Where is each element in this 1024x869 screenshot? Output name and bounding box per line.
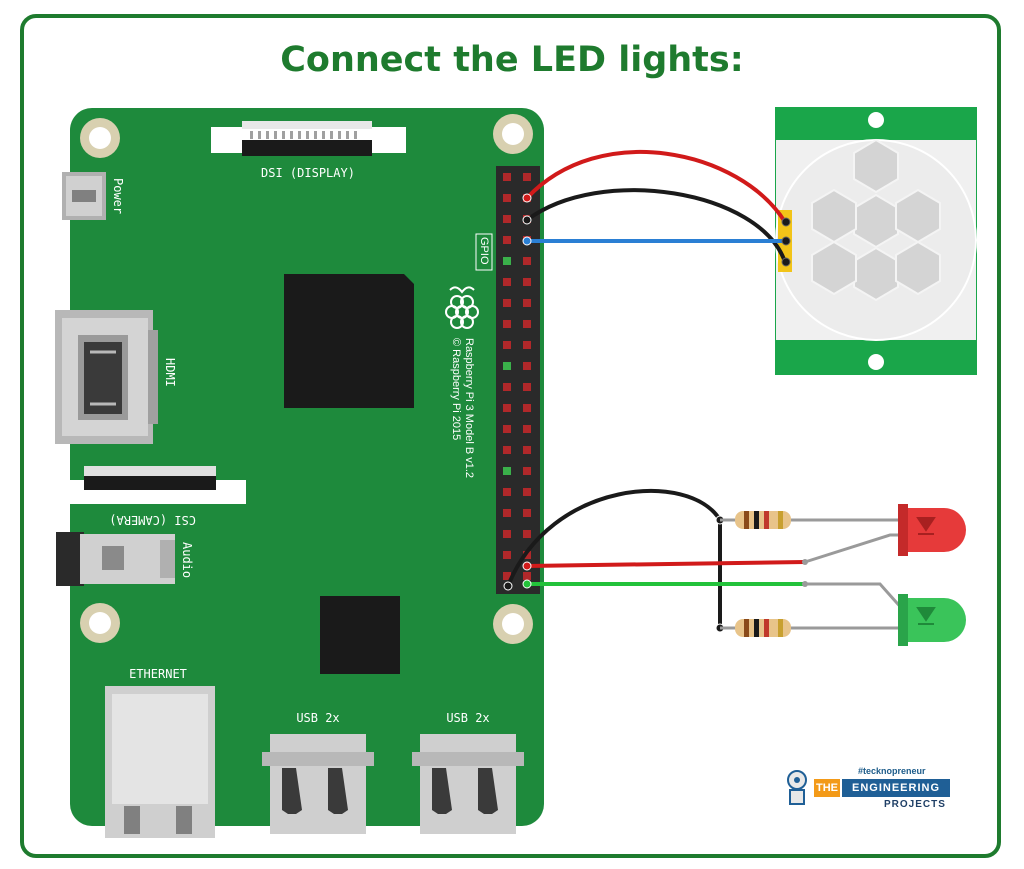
gpio-pin — [503, 509, 511, 517]
gpio-pin — [503, 257, 511, 265]
resistor — [720, 511, 905, 529]
gpio-pin — [503, 194, 511, 202]
gpio-pin — [503, 341, 511, 349]
usb-label: USB 2x — [446, 711, 489, 725]
model-line-2: © Raspberry Pi 2015 — [450, 338, 462, 440]
gpio-pin — [523, 341, 531, 349]
gpio-pin — [523, 446, 531, 454]
gpio-pin — [523, 404, 531, 412]
red-wire — [525, 149, 787, 224]
robot-logo-icon — [787, 770, 807, 805]
gpio-pin — [523, 572, 531, 580]
ethernet-port — [105, 686, 215, 838]
black-wire — [525, 188, 787, 263]
audio-jack — [56, 532, 175, 586]
mounting-hole-icon — [80, 603, 120, 643]
gpio-pin — [503, 404, 511, 412]
gpio-pin — [503, 488, 511, 496]
gpio-pin — [503, 236, 511, 244]
gpio-pin — [503, 425, 511, 433]
board-body — [70, 108, 544, 826]
gpio-pin — [523, 509, 531, 517]
gpio-pin — [523, 383, 531, 391]
gpio-pin — [523, 362, 531, 370]
logo-engineering: ENGINEERING — [842, 779, 950, 797]
gpio-pin — [503, 572, 511, 580]
mounting-hole-icon — [493, 604, 533, 644]
dsi-connector — [211, 121, 406, 156]
usb-port — [412, 734, 524, 834]
usb-label: USB 2x — [296, 711, 339, 725]
model-line-1: Raspberry Pi 3 Model B v1.2 — [463, 338, 475, 478]
power-port — [62, 172, 106, 220]
gpio-pin — [523, 173, 531, 181]
ground-wire — [506, 489, 722, 628]
gpio-pin — [503, 383, 511, 391]
csi-label: CSI (CAMERA) — [109, 513, 196, 527]
red-led — [898, 504, 966, 556]
gpio-pin — [523, 320, 531, 328]
gpio-header — [496, 166, 540, 594]
gpio-pin — [523, 425, 531, 433]
mounting-hole-icon — [80, 118, 120, 158]
pir-motion-sensor — [775, 107, 977, 375]
usb-port — [262, 734, 374, 834]
raspberry-pi-board: DSI (DISPLAY) Power HDMI CSI (CAMERA) — [55, 108, 544, 838]
csi-connector — [70, 466, 246, 504]
lan-chip — [320, 596, 400, 674]
power-label: Power — [111, 178, 125, 214]
green-led — [898, 594, 966, 646]
gpio-label-box — [475, 233, 493, 271]
gpio-pin — [503, 446, 511, 454]
page-title: Connect the LED lights: — [280, 40, 744, 80]
raspberry-logo-icon — [445, 286, 479, 329]
gpio-pin — [503, 362, 511, 370]
resistor — [720, 619, 905, 637]
ethernet-label: ETHERNET — [129, 667, 187, 681]
gpio-pin — [523, 299, 531, 307]
audio-label: Audio — [180, 542, 194, 578]
gpio-pin — [503, 215, 511, 223]
hdmi-port — [55, 310, 158, 444]
dsi-label: DSI (DISPLAY) — [261, 166, 355, 180]
gpio-pin — [503, 320, 511, 328]
hdmi-label: HDMI — [163, 358, 177, 387]
gpio-pin — [503, 551, 511, 559]
gpio-pin — [503, 278, 511, 286]
gpio-pin — [503, 299, 511, 307]
gpio-pin — [523, 257, 531, 265]
gpio-pin — [523, 530, 531, 538]
logo-the: THE — [814, 779, 840, 797]
gpio-pin — [503, 530, 511, 538]
soc-chip — [284, 274, 414, 408]
gpio-pin — [503, 467, 511, 475]
gpio-label: GPIO — [478, 237, 490, 265]
red-led-signal-wire — [526, 560, 806, 568]
gpio-pin — [523, 467, 531, 475]
mounting-hole-icon — [493, 114, 533, 154]
logo-projects: PROJECTS — [884, 799, 946, 810]
gpio-pin — [523, 278, 531, 286]
gpio-pin — [523, 488, 531, 496]
logo-tagline: #tecknopreneur — [858, 766, 926, 776]
gpio-pin — [503, 173, 511, 181]
